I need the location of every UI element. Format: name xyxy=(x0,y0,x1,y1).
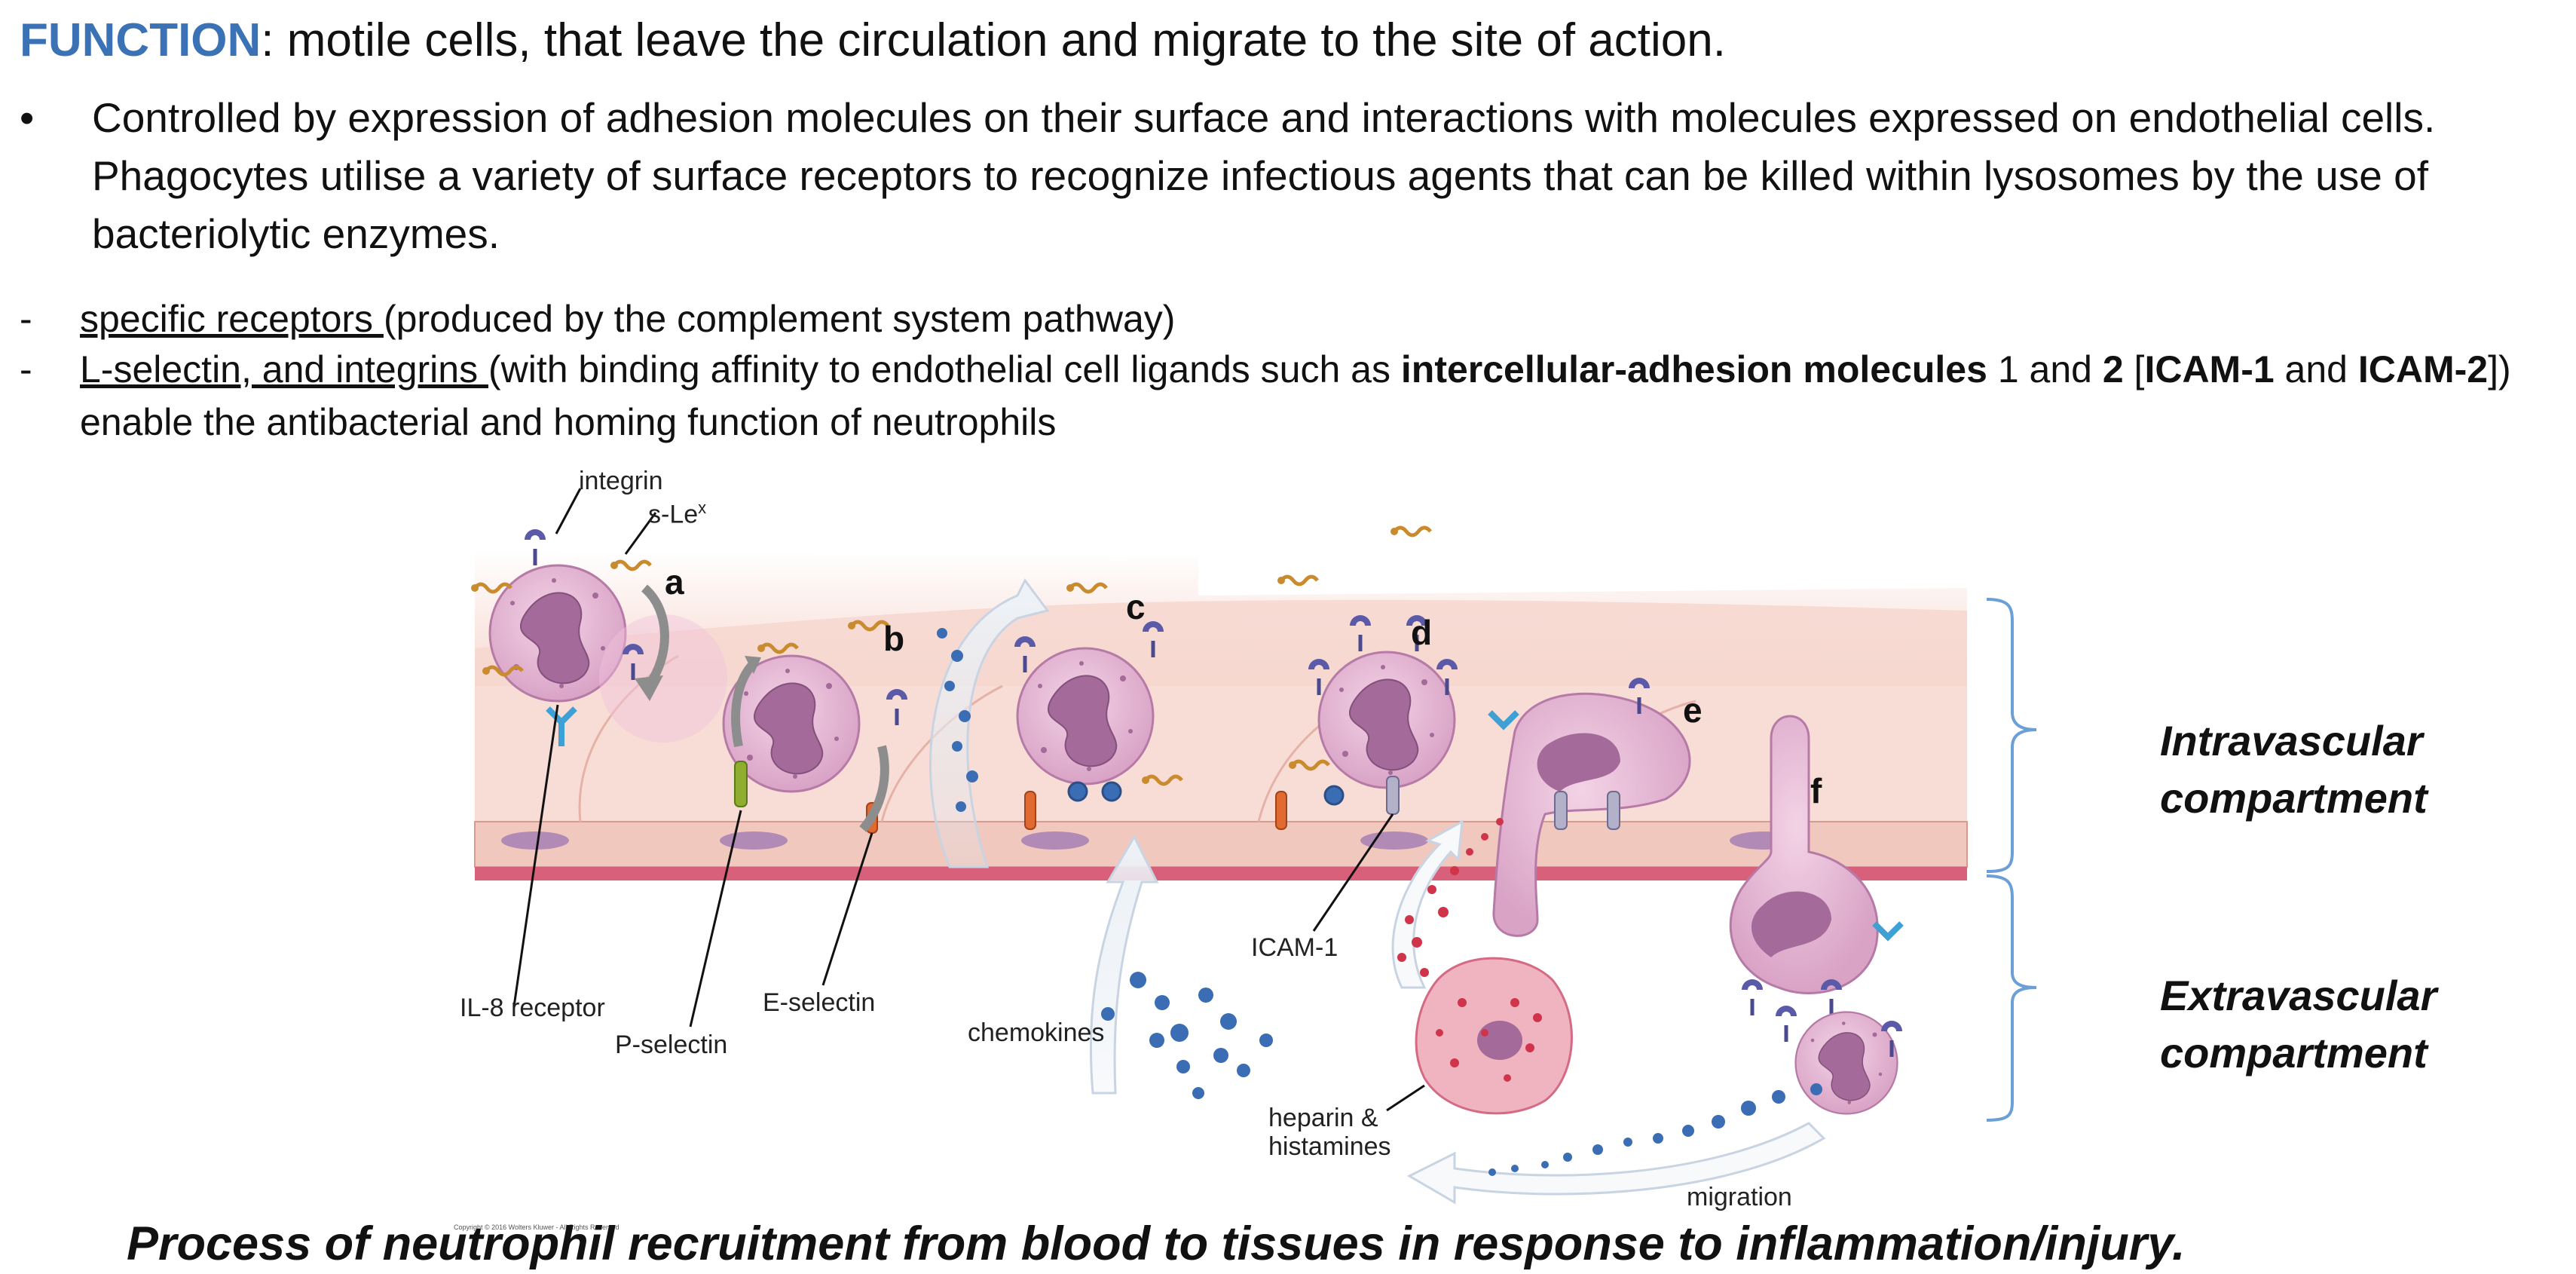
dash-text: L-selectin, and integrins (with binding … xyxy=(80,343,2559,449)
chemokine-dot xyxy=(1237,1064,1250,1077)
migration-dot xyxy=(1511,1165,1519,1172)
histamine-dot xyxy=(1427,885,1436,894)
stage-f-letter: f xyxy=(1810,771,1822,810)
migration-dot xyxy=(1741,1101,1756,1116)
bullet-mark: • xyxy=(20,94,35,141)
selectin-text-2: 1 and xyxy=(1987,348,2103,390)
chemokine-dot xyxy=(959,710,971,722)
function-heading: FUNCTION: motile cells, that leave the c… xyxy=(20,11,1726,71)
icam-term: intercellular-adhesion molecules xyxy=(1400,348,1987,390)
migration-label: migration xyxy=(1687,1183,1792,1211)
histamine-dot xyxy=(1397,953,1406,962)
histamine-dot xyxy=(1481,1029,1488,1037)
selectin-text-3: [ xyxy=(2123,348,2145,390)
histamine-dots xyxy=(1397,818,1542,1082)
p-selectin-label: P-selectin xyxy=(615,1031,728,1059)
histamine-dot xyxy=(1405,915,1414,924)
stage-d-letter: d xyxy=(1411,613,1433,652)
chemokine-dot xyxy=(1149,1033,1164,1048)
chemokine-dots xyxy=(937,628,1273,1099)
icam1-term: ICAM-1 xyxy=(2144,348,2275,390)
chemokine-dot xyxy=(944,681,955,691)
histamine-dot xyxy=(1510,998,1519,1007)
migration-dot xyxy=(1563,1153,1572,1162)
figure-caption: Process of neutrophil recruitment from b… xyxy=(127,1217,2186,1270)
stage-a-letter: a xyxy=(665,562,684,602)
function-keyword: FUNCTION xyxy=(20,14,262,66)
heparin-label-line1: heparin & xyxy=(1268,1104,1378,1132)
histamine-dot xyxy=(1450,1058,1459,1067)
stage-b-letter: b xyxy=(883,619,905,658)
chemokine-dot xyxy=(1213,1048,1228,1063)
recruitment-diagram: integrin s-Lex IL-8 receptor P-selectin … xyxy=(430,460,2050,1236)
heparin-label-line2: histamines xyxy=(1268,1132,1391,1161)
copyright-notice: Copyright © 2016 Wolters Kluwer - All Ri… xyxy=(454,1223,620,1231)
stage-e-letter: e xyxy=(1683,691,1703,730)
icam-number: 2 xyxy=(2102,348,2124,390)
histamine-dot xyxy=(1504,1074,1511,1082)
chemokine-dot xyxy=(951,650,963,662)
chemokine-dot xyxy=(952,741,962,752)
histamine-dot xyxy=(1436,1029,1443,1037)
sle-label: s-Lex xyxy=(648,498,707,529)
il8-receptor-label: IL-8 receptor xyxy=(460,994,605,1022)
dash-mark: - xyxy=(20,298,32,340)
chemokine-dot xyxy=(1101,1007,1115,1021)
chemokine-dot xyxy=(956,801,966,812)
histamine-dot xyxy=(1420,968,1429,977)
receptors-term: specific receptors xyxy=(80,298,384,340)
function-text: : motile cells, that leave the circulati… xyxy=(261,14,1726,66)
chemokine-dot xyxy=(1176,1060,1190,1073)
migration-dot xyxy=(1623,1138,1632,1147)
chemokine-dot xyxy=(1170,1024,1189,1042)
migration-dot xyxy=(1682,1125,1694,1137)
selectin-text-5: ]) enable the antibacterial and homing f… xyxy=(80,348,2511,443)
chemokine-dot xyxy=(1130,972,1146,988)
chemokine-dot xyxy=(1155,995,1170,1010)
migration-chemokine-dots xyxy=(1488,1083,1822,1176)
histamine-dot xyxy=(1458,998,1467,1007)
chemokine-dot xyxy=(937,628,947,639)
histamine-dot xyxy=(1412,937,1422,948)
migration-dot xyxy=(1592,1144,1603,1155)
chemokine-dot xyxy=(1259,1034,1273,1047)
migration-dot xyxy=(1712,1115,1725,1129)
bullet-text: Controlled by expression of adhesion mol… xyxy=(92,94,2436,257)
migration-dot xyxy=(1653,1133,1663,1144)
dash-mark: - xyxy=(20,348,32,390)
migration-dot xyxy=(1488,1168,1496,1176)
selectin-text-1: (with binding affinity to endothelial ce… xyxy=(488,348,1401,390)
histamine-dot xyxy=(1481,833,1488,841)
integrin-label: integrin xyxy=(579,467,663,495)
histamine-dot xyxy=(1525,1043,1534,1052)
histamine-dot xyxy=(1533,1013,1542,1022)
selectin-term: L-selectin, and integrins xyxy=(80,348,488,390)
selectin-text-4: and xyxy=(2274,348,2358,390)
chemokine-dot xyxy=(1198,988,1213,1003)
particle-layer xyxy=(937,628,1822,1176)
icam2-term: ICAM-2 xyxy=(2357,348,2489,390)
migration-dot xyxy=(1810,1083,1822,1095)
chemokine-dot xyxy=(1220,1013,1237,1030)
extravascular-label: Extravascular compartment xyxy=(2160,972,2437,1076)
histamine-dot xyxy=(1450,866,1459,875)
histamine-dot xyxy=(1466,848,1473,856)
migration-dot xyxy=(1772,1090,1785,1104)
intravascular-label: Intravascular compartment xyxy=(2160,717,2428,822)
e-selectin-label: E-selectin xyxy=(763,988,876,1017)
histamine-dot xyxy=(1438,907,1449,917)
chemokines-label: chemokines xyxy=(968,1018,1105,1047)
migration-dot xyxy=(1541,1161,1549,1168)
chemokine-dot xyxy=(966,770,978,782)
stage-c-letter: c xyxy=(1126,587,1146,626)
dash-text: specific receptors (produced by the comp… xyxy=(80,292,2559,345)
receptors-detail: (produced by the complement system pathw… xyxy=(383,298,1176,340)
histamine-dot xyxy=(1496,818,1504,825)
icam1-label: ICAM-1 xyxy=(1251,933,1338,962)
chemokine-dot xyxy=(1192,1087,1204,1099)
